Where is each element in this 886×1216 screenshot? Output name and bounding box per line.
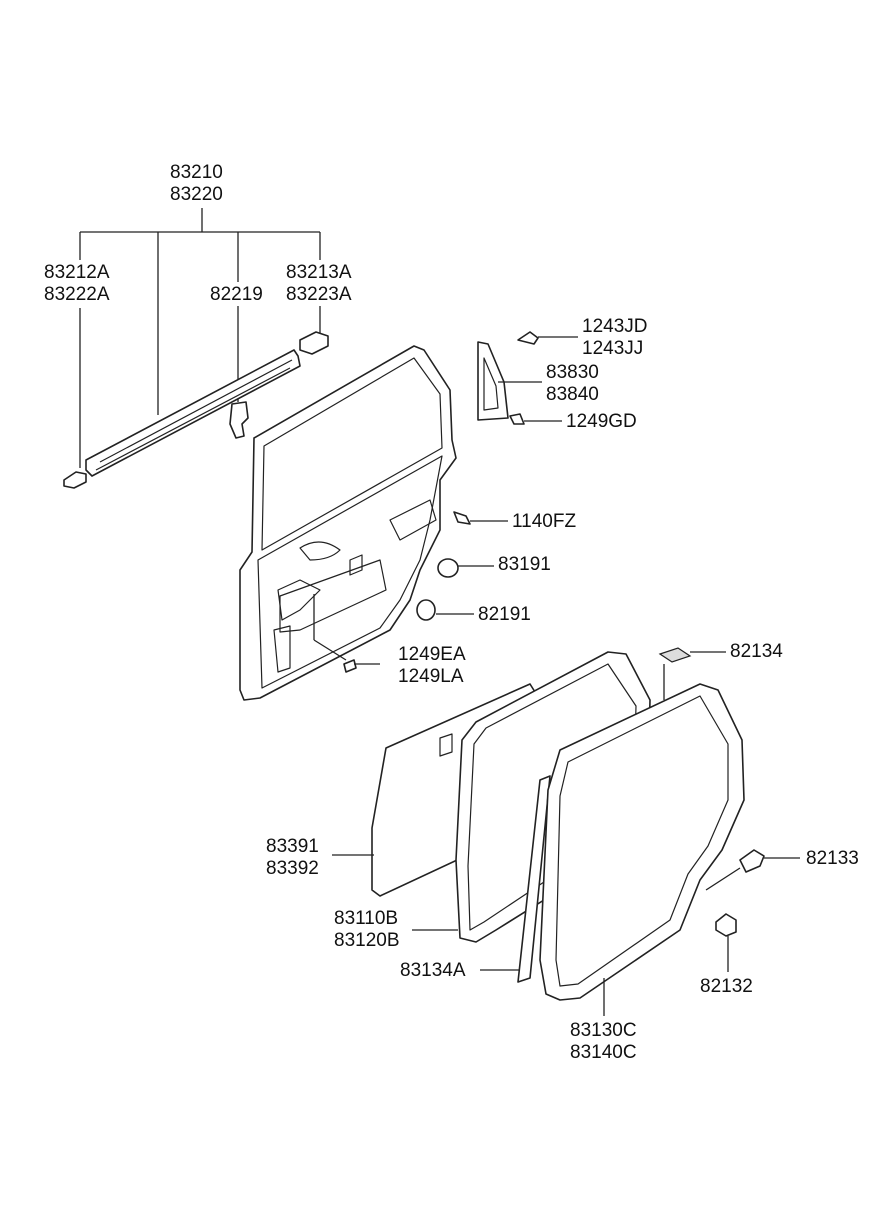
screw-1140FZ-part [453,511,508,525]
screw-1243JD-part [517,331,578,345]
clip-82134-part [658,647,726,700]
label-82132: 82132 [700,976,753,997]
bumper-82132-part [715,913,737,972]
weatherstrip-83130C-part [539,683,745,1016]
clip-82133-part [705,849,800,891]
pad-83191-part [437,558,494,578]
label-82133: 82133 [806,848,859,869]
belt-moulding-part [85,349,301,477]
label-83134A: 83134A [400,960,466,981]
screw-1249GD-part [509,413,562,425]
delta-cover-part [477,341,542,421]
label-82134: 82134 [730,641,783,662]
label-82219: 82219 [210,284,263,305]
end-cap-right-part [299,331,329,355]
end-cap-left-part [63,471,87,489]
screw-1249EA-part [313,594,380,673]
door-trim-panel-part [239,345,457,701]
callout-tree-lines [79,208,321,468]
clip-82219-part [229,401,249,439]
label-1249GD: 1249GD [566,411,637,432]
bumper-82191-part [416,599,474,621]
label-1140FZ: 1140FZ [512,511,577,532]
seal-strip-83134A-part [480,775,551,983]
label-83191: 83191 [498,554,551,575]
label-82191: 82191 [478,604,531,625]
